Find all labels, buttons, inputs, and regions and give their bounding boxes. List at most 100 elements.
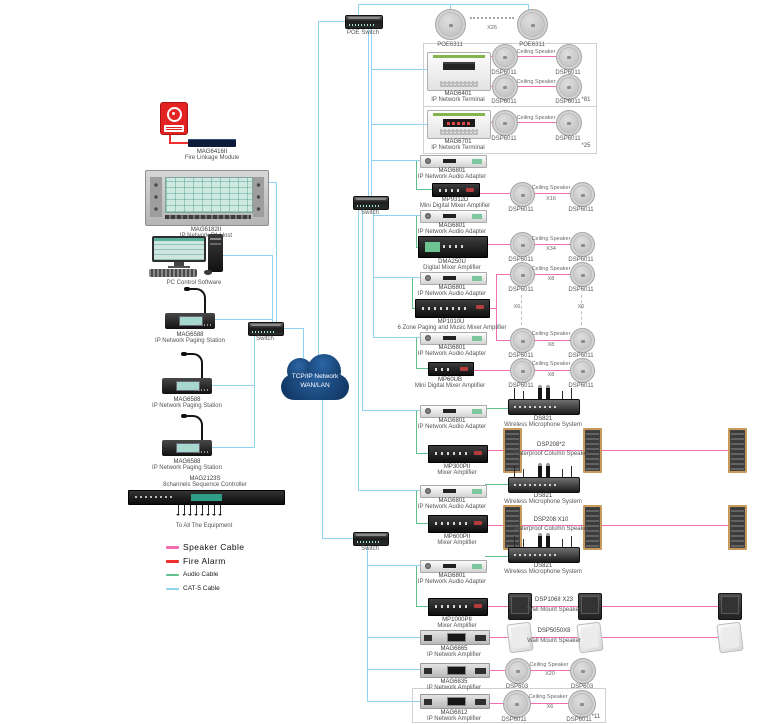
speaker-label: DSP6011 [491,70,517,76]
mixer-amplifier-device [428,598,488,616]
device-model: MAG6801 [438,498,466,504]
device-name: IP Network Audio Adapter [417,504,487,510]
device-model: MP1000PII [442,617,472,623]
device-name: PC Control Software [166,280,222,286]
amp-display [448,634,465,641]
ceiling-speaker [570,658,596,684]
cat5-cable [528,4,529,10]
repeat-dashed-line [581,295,582,325]
down-arrow-icon [176,505,180,516]
cat5-cable [358,490,420,491]
device-name: IP Network Terminal [431,145,485,151]
device-name: IP Network Audio Adapter [417,174,487,180]
cat5-cable [367,544,368,702]
audio-adapter-device [420,485,487,498]
adapter-display [443,159,457,163]
speaker-cable [516,122,556,123]
device-name: IP Network Audio Adapter [417,229,487,235]
gooseneck-mic-icon [184,287,206,316]
device-model: MAG6701 [444,139,472,145]
legend-label: Speaker Cable [183,542,245,552]
speaker-label: DSP6011 [568,383,594,389]
ceiling-speaker [570,262,595,287]
down-arrow-icon [188,505,192,516]
cat5-cable [368,27,369,196]
device-model: MP9312D [441,197,469,203]
adapter-display [443,336,457,340]
speaker-name: Waterproof Column Speaker [513,526,589,532]
ceiling-speaker [570,182,595,207]
device-model: MAG6812 [440,710,468,716]
fire-alarm-plate [164,125,184,132]
device-model: DMA250U [438,259,466,265]
legend-label: Fire Alarm [183,556,226,566]
repeat-dashed-line [521,295,522,325]
ceiling-speaker-label: Ceiling Speaker [531,266,571,272]
count-label: X8 [547,372,555,378]
speaker-cable [533,340,570,341]
cat5-cable [303,328,304,358]
microphone-icon [538,533,542,548]
legend-label: Audio Cable [183,571,219,578]
fire-alarm-cable [169,133,171,143]
down-arrow-icon [206,505,210,516]
pa-host-screen [165,177,253,213]
audio-cable [485,408,508,409]
paging-screen [176,381,200,391]
speaker-label: DSP6011 [491,136,517,142]
audio-cable [416,566,417,606]
microphone-icon [546,533,550,548]
cat5-cable [371,27,372,196]
audio-cable [412,308,416,309]
amp-led [466,187,474,192]
cat5-cable [318,21,345,22]
audio-cable [416,453,429,454]
count-label: X6 [513,304,521,310]
ceiling-speaker-label: Ceiling Speaker [531,236,571,242]
speaker-cable [472,370,510,371]
speaker-label: DSP6011 [508,353,534,359]
audio-adapter-device [420,332,487,345]
paging-station-device [162,440,212,456]
wireless-mic-system-device [508,533,580,563]
speaker-label: DSP6011 [508,383,534,389]
speaker-cable [488,308,496,309]
group-box-terminal2 [423,106,597,154]
speaker-label: DSP6011 [555,99,581,105]
speaker-label: DSP6011 [568,287,594,293]
speaker-cable [533,274,570,275]
device-model: MAG6588 [173,459,201,465]
column-speaker [583,428,602,473]
keyboard [149,269,197,277]
mic-receiver [508,399,580,415]
speaker-cable [533,370,570,371]
cat5-cable [322,538,353,539]
speaker-cable [486,525,503,526]
adapter-display [443,214,457,218]
speaker-label: DSP6011 [501,717,527,723]
amp-led [476,305,484,310]
cat5-cable [267,182,276,183]
monitor-base [168,266,190,268]
cat5-cable [367,669,420,670]
cat5-cable [282,328,303,329]
device-model: MAG6801 [438,573,466,579]
speaker-label: DSP6011 [566,717,592,723]
legend-audio-cable-swatch [166,574,179,576]
speaker-cable [489,122,493,123]
audio-cable [416,523,429,524]
device-name: IP Network Amplifier [427,685,481,691]
audio-cable [485,484,508,485]
antenna-icon [514,388,515,400]
microphone-icon [546,463,550,478]
ceiling-speaker-label: Ceiling Speaker [516,79,556,85]
device-name: 6 Zone Paging and Music Mixer Amplifier [397,325,507,331]
speaker-label: DSP208*2 [536,442,566,448]
speaker-label: DSP6011 [568,207,594,213]
terminal-trim [432,113,486,116]
device-name: IP Network Audio Adapter [417,579,487,585]
device-model: MP1010U [437,319,465,325]
device-name: IP Network Paging Station [155,338,225,344]
speaker-label: POE6311 [437,42,463,48]
speaker-cable [599,525,728,526]
